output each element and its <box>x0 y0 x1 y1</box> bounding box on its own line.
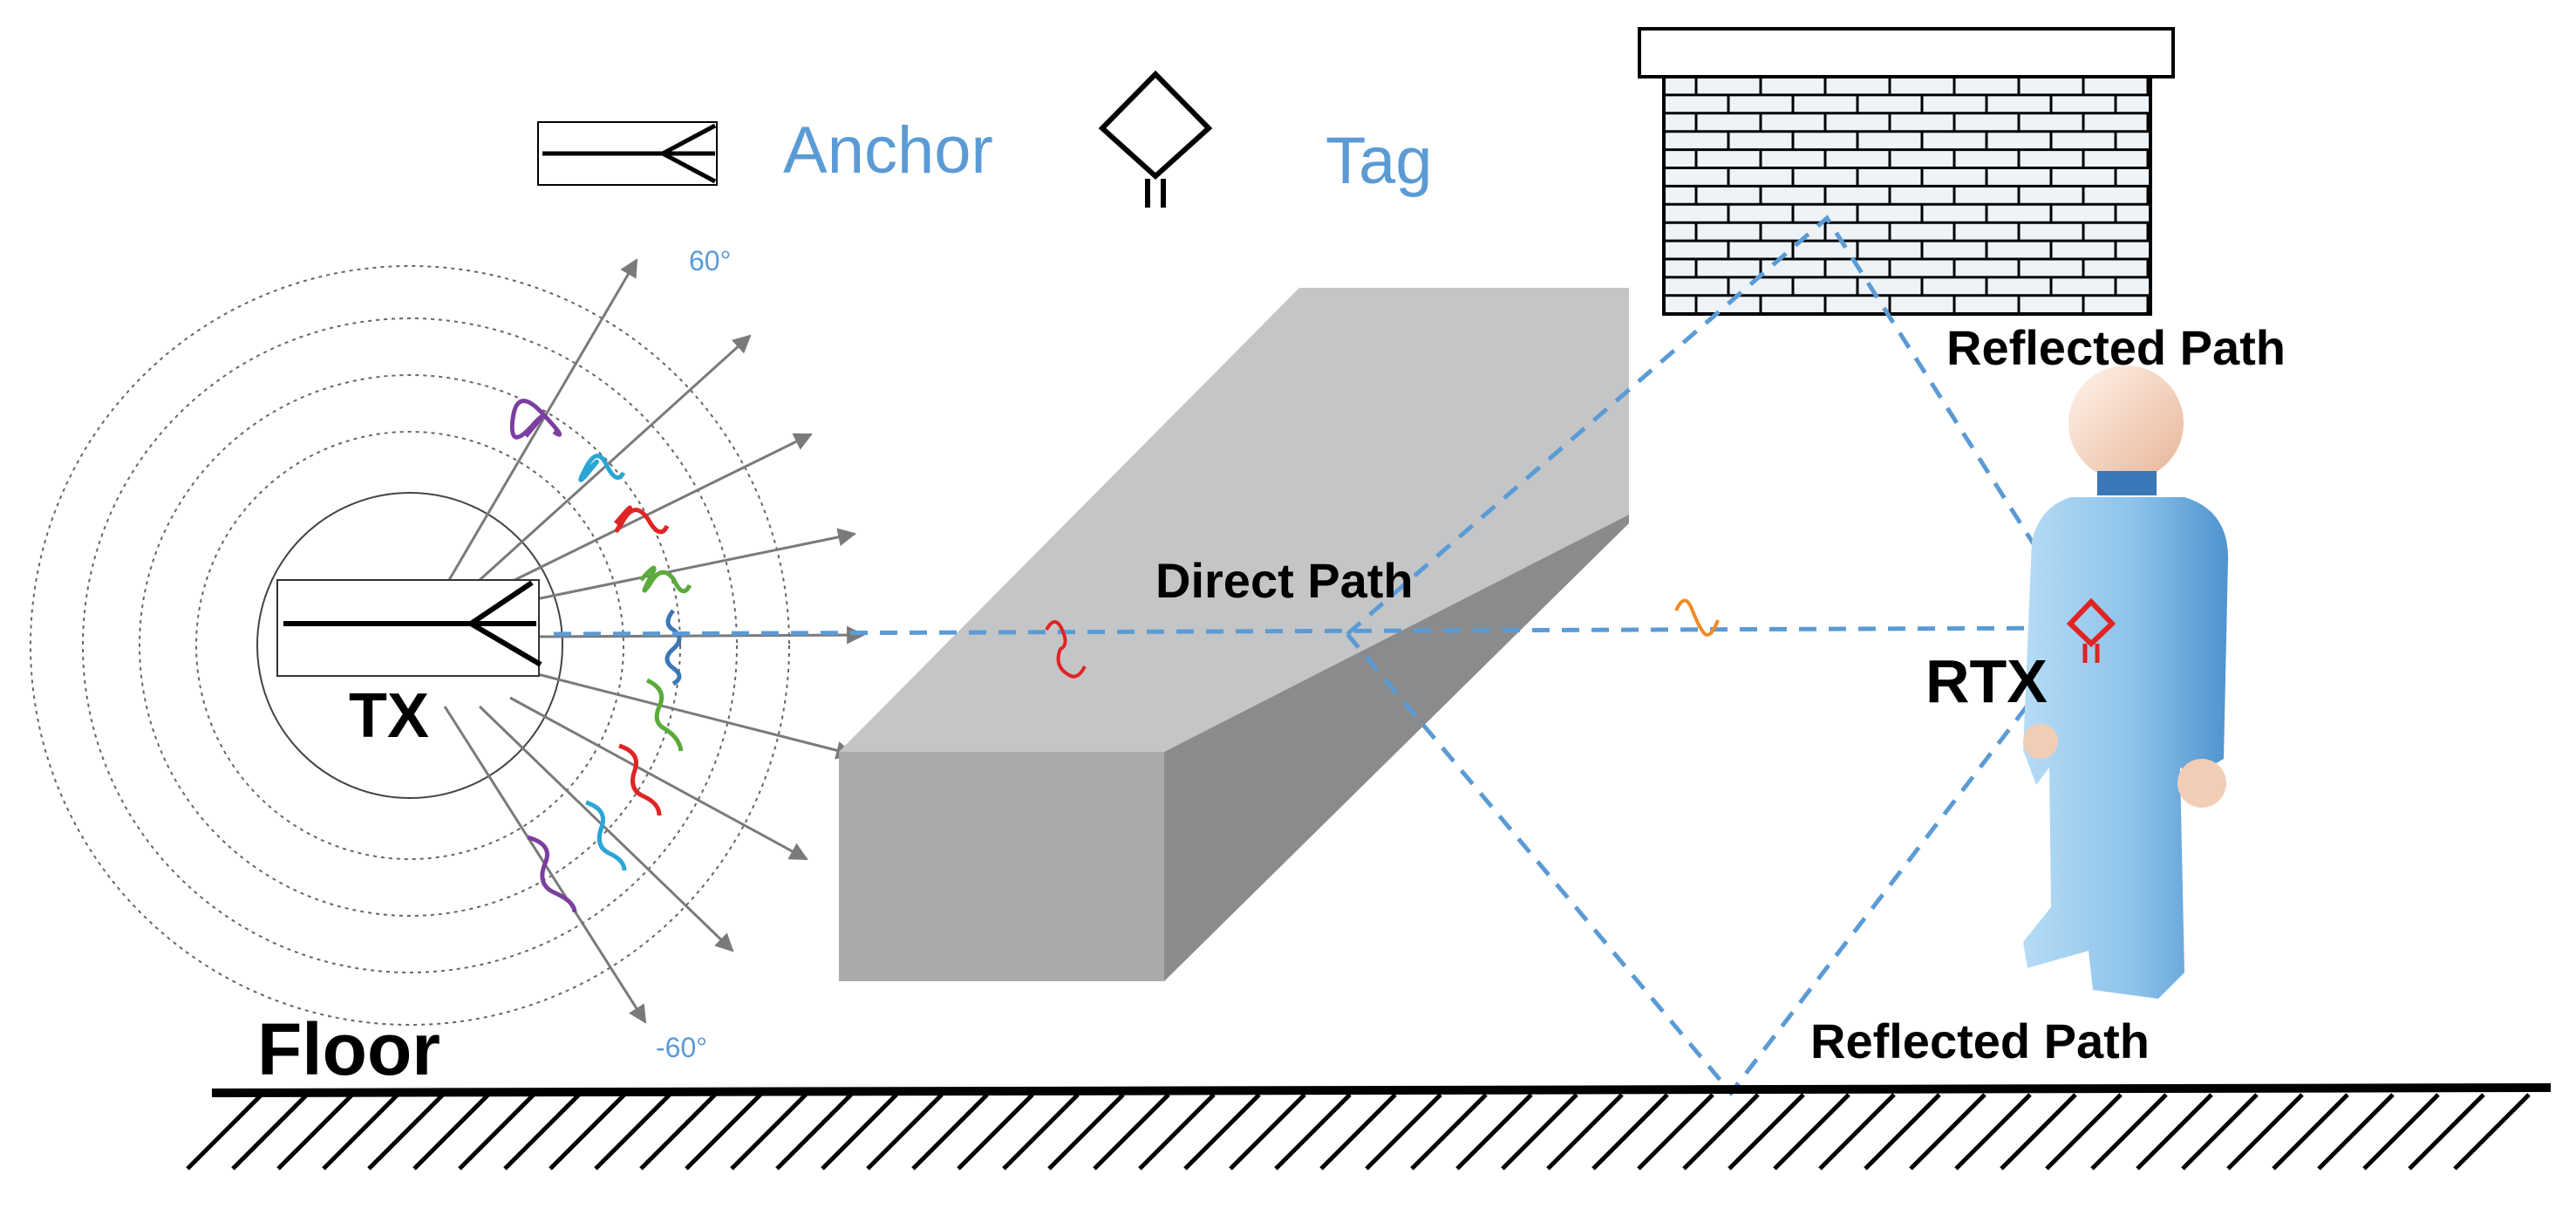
block-top-face <box>839 288 1629 752</box>
wave-cyan-top <box>578 454 626 482</box>
rtx-label: RTX <box>1925 647 2048 715</box>
angle-label-bottom: -60° <box>656 1032 707 1063</box>
wave-blue-mid <box>664 609 682 686</box>
obstacle-block <box>839 288 1629 981</box>
tag-legend-icon <box>1098 70 1213 208</box>
floor-surface <box>186 1083 2552 1170</box>
wave-purple-top <box>509 399 562 440</box>
wall-reflected-path <box>1346 215 2089 636</box>
tag-legend-label: Tag <box>1325 124 1433 198</box>
person-figure <box>2023 365 2228 999</box>
wave-green-bottom <box>645 678 684 752</box>
person-hand-right <box>2177 759 2226 808</box>
ray-arrow <box>509 696 808 861</box>
rtx-tag-icon <box>2066 597 2116 663</box>
wave-green-top <box>639 565 692 594</box>
ray-arrow <box>531 625 866 645</box>
emitted-waves <box>509 399 692 913</box>
direct-path-label: Direct Path <box>1155 553 1414 608</box>
rtx-wave <box>1674 598 1720 637</box>
wall-reflected-path-label: Reflected Path <box>1946 320 2286 375</box>
radiation-rings <box>30 265 790 1026</box>
ray-arrow <box>447 258 638 581</box>
direct-path-wave <box>1045 620 1087 679</box>
tx-label: TX <box>349 681 429 751</box>
wave-red-bottom <box>618 743 662 816</box>
wave-red-top <box>614 505 670 535</box>
anchor-legend-icon <box>537 121 718 186</box>
angle-label-top: 60° <box>689 245 731 276</box>
ray-arrow <box>505 433 813 586</box>
ray-arrow <box>478 334 752 582</box>
direct-path-line <box>553 625 2076 637</box>
brick-wall <box>1638 27 2175 316</box>
legend: Anchor Tag <box>537 70 1433 208</box>
ray-arrow <box>478 705 734 952</box>
wave-cyan-bottom <box>585 800 627 871</box>
block-front-face <box>839 752 1164 981</box>
floor-label: Floor <box>257 1008 440 1090</box>
ray-arrow <box>522 528 857 604</box>
radiation-arrows <box>443 258 866 1024</box>
anchor-legend-label: Anchor <box>783 113 993 188</box>
floor-reflected-path-label: Reflected Path <box>1810 1013 2150 1068</box>
ray-arrow <box>527 670 855 760</box>
tx-anchor <box>276 579 542 677</box>
wave-purple-bottom <box>527 835 577 913</box>
person-head <box>2068 365 2184 481</box>
person-hand-left <box>2023 724 2058 759</box>
